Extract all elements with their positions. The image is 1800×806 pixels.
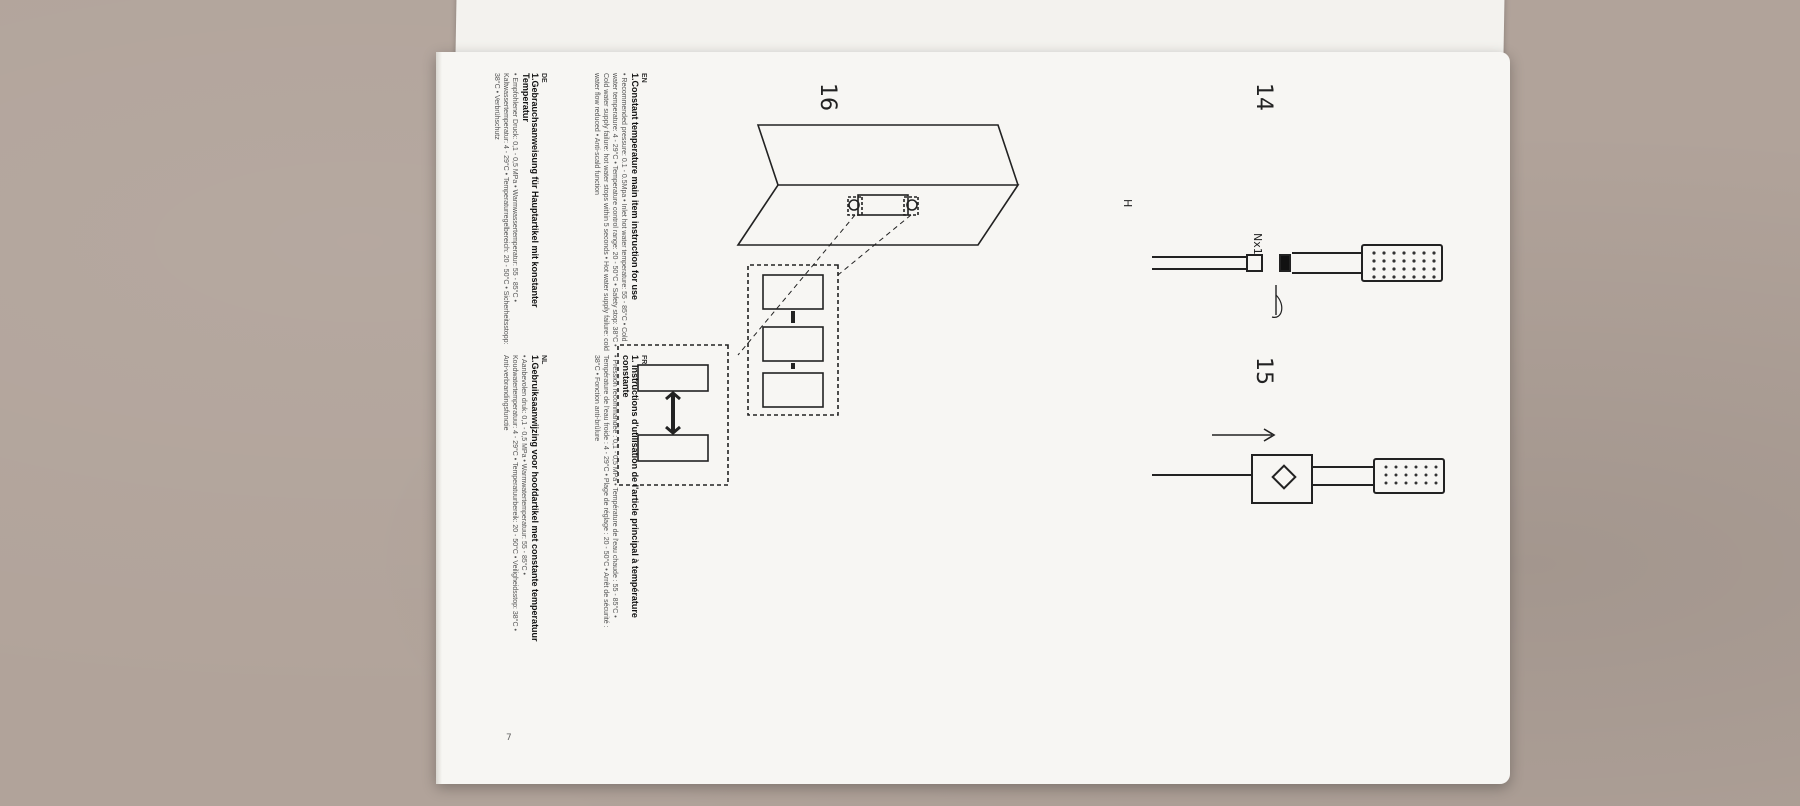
instruction-fr-body: • Pression recommandée : 0,1 - 0,5 MPa •…: [593, 355, 618, 628]
booklet-spine: [436, 52, 442, 784]
instruction-fr: FR 1. Instructions d'utilisation de l'ar…: [548, 355, 648, 645]
instruction-nl: NL 1.Gebruiksaanwijzing voor hoofdartike…: [448, 355, 548, 645]
page-footer-mark: 7: [506, 733, 512, 743]
instruction-fr-heading: 1. Instructions d'utilisation de l'artic…: [621, 355, 640, 618]
lang-label-de: DE: [540, 73, 547, 83]
lang-label-en: EN: [640, 73, 647, 83]
lang-label-fr: FR: [640, 355, 647, 365]
lang-label-nl: NL: [540, 355, 547, 365]
page-number-15: 15: [1251, 357, 1276, 385]
instruction-nl-heading: 1.Gebruiksaanwijzing voor hoofdartikel m…: [530, 355, 540, 642]
instruction-nl-body: • Aanbevolen druk: 0,1 - 0,5 MPa • Warmw…: [502, 355, 527, 631]
instruction-de-body: • Empfohlener Druck: 0,1 - 0,5 MPa • War…: [493, 73, 518, 345]
figure-15-shower-holder: [1152, 428, 1445, 504]
figure-14-label-h: H: [1121, 199, 1134, 208]
figure-16-mounting-diagram: [617, 124, 1020, 486]
instruction-en-heading: 1.Constant temperature main item instruc…: [630, 73, 640, 301]
instruction-en-body: • Recommended pressure: 0.1 - 0.5Mpa • I…: [593, 73, 627, 351]
figure-14-hand-shower-connection: [1152, 244, 1443, 318]
instruction-de-heading: 1.Gebrauchsanweisung für Hauptartikel mi…: [521, 73, 540, 308]
booklet-page-content: 14 15 16 Nx1: [440, 55, 1508, 783]
figure-14-label-n: Nx1: [1251, 233, 1264, 255]
instruction-booklet: [436, 52, 1510, 784]
instruction-de: DE 1.Gebrauchsanweisung für Hauptartikel…: [448, 73, 548, 353]
page-number-14: 14: [1251, 83, 1276, 111]
page-number-16: 16: [815, 83, 840, 111]
back-page-edge: [455, 0, 1505, 58]
